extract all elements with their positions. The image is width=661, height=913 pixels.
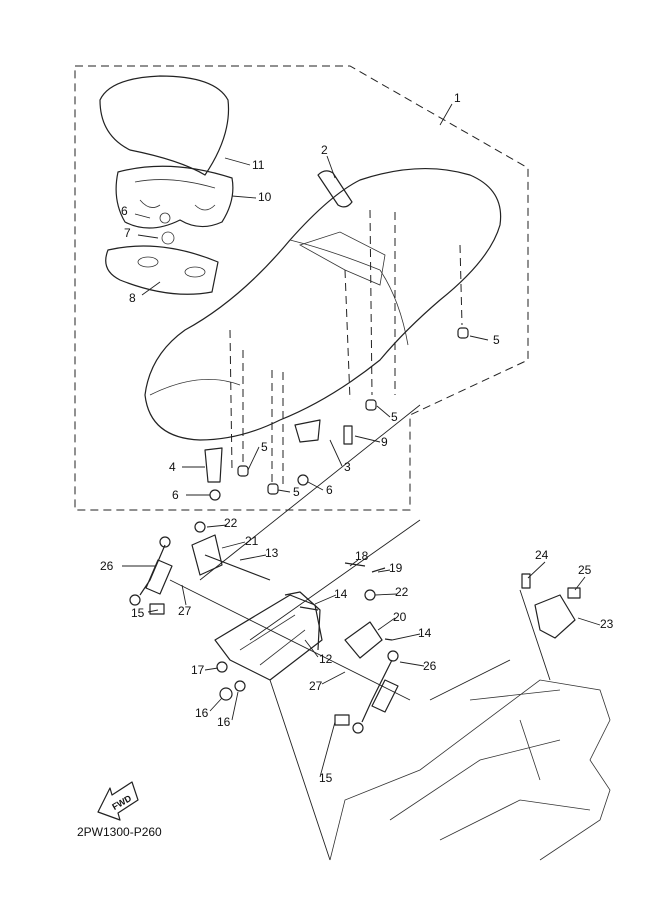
- callout-19: 19: [389, 561, 403, 575]
- bolt-15: [149, 603, 165, 615]
- mounting-bracket-23: [534, 594, 576, 639]
- backrest-pad: [99, 75, 230, 176]
- bolt-5: [457, 327, 469, 339]
- callout-22: 22: [224, 516, 238, 530]
- callout-27: 27: [178, 604, 192, 618]
- callout-5: 5: [261, 440, 268, 454]
- callout-6: 6: [326, 483, 333, 497]
- callout-6: 6: [172, 488, 179, 502]
- callout-14: 14: [334, 587, 348, 601]
- backrest-base-plate: [105, 245, 219, 295]
- callout-5: 5: [391, 410, 398, 424]
- frame-body: [329, 679, 611, 861]
- callout-23: 23: [600, 617, 614, 631]
- callout-25: 25: [578, 563, 592, 577]
- callout-9: 9: [381, 435, 388, 449]
- fwd-label: FWD: [110, 793, 133, 812]
- callout-8: 8: [129, 291, 136, 305]
- seat-assembly-boundary: [74, 65, 529, 511]
- seat-stay-frame: [214, 594, 323, 681]
- callout-16: 16: [195, 706, 209, 720]
- callout-18: 18: [355, 549, 369, 563]
- callout-21: 21: [245, 534, 259, 548]
- callout-20: 20: [393, 610, 407, 624]
- callout-26: 26: [423, 659, 437, 673]
- callout-15: 15: [319, 771, 333, 785]
- hinge-rod: [204, 554, 271, 581]
- callout-2: 2: [321, 143, 328, 157]
- callout-4: 4: [169, 460, 176, 474]
- callout-16: 16: [217, 715, 231, 729]
- gas-damper-right: [361, 659, 399, 723]
- callout-3: 3: [344, 460, 351, 474]
- forward-direction-arrow: FWD: [97, 781, 139, 821]
- callout-22: 22: [395, 585, 409, 599]
- callout-27: 27: [309, 679, 323, 693]
- callout-15: 15: [131, 606, 145, 620]
- backrest-frame: [115, 165, 234, 229]
- callout-13: 13: [265, 546, 279, 560]
- callout-6: 6: [121, 204, 128, 218]
- callout-5: 5: [293, 485, 300, 499]
- callout-24: 24: [535, 548, 549, 562]
- callout-26: 26: [100, 559, 114, 573]
- seat-handle: [317, 170, 353, 208]
- callout-11: 11: [252, 158, 265, 172]
- bracket-right: [344, 621, 383, 659]
- diagram-code: 2PW1300-P260: [77, 825, 162, 839]
- hinge-bracket: [191, 534, 223, 576]
- callout-10: 10: [258, 190, 272, 204]
- gas-damper-left: [139, 544, 173, 596]
- main-seat: [144, 167, 502, 441]
- callout-7: 7: [124, 226, 131, 240]
- callout-1: 1: [454, 91, 461, 105]
- callout-14: 14: [418, 626, 432, 640]
- callout-5: 5: [493, 333, 500, 347]
- callout-12: 12: [319, 652, 333, 666]
- callout-17: 17: [191, 663, 205, 677]
